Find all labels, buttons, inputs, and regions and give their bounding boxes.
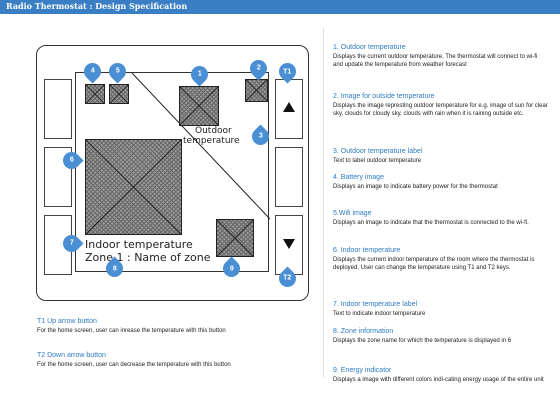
right-button-middle[interactable] bbox=[275, 147, 303, 207]
spec-body: Displays an image to indicate battery po… bbox=[333, 184, 498, 190]
zone-label: Zone 1 : Name of zone bbox=[85, 251, 211, 264]
spec-item-3: 3. Outdoor temperature label Text to lab… bbox=[333, 147, 548, 165]
screen-diagonal bbox=[131, 73, 270, 220]
spec-body: For the home screen, user can inrease th… bbox=[37, 328, 226, 334]
column-divider bbox=[323, 28, 324, 378]
spec-title: 3. Outdoor temperature label bbox=[333, 148, 423, 155]
spec-body: Displays the current indoor temperature … bbox=[333, 257, 535, 271]
spec-title: T1 Up arrow button bbox=[37, 318, 97, 325]
spec-title: 7. Indoor temperature label bbox=[333, 301, 418, 308]
spec-body: Displays the zone name for which the tem… bbox=[333, 338, 512, 344]
spec-item-4: 4. Battery image Displays an image to in… bbox=[333, 173, 548, 191]
left-button-middle[interactable] bbox=[44, 147, 72, 207]
spec-item-6: 6. Indoor temperature Displays the curre… bbox=[333, 246, 548, 272]
header-bar: Radio Thermostat : Design Specification bbox=[0, 0, 560, 14]
outdoor-temperature-label-line2: temperature bbox=[183, 136, 240, 146]
indoor-temperature-image bbox=[85, 139, 182, 235]
up-arrow-icon bbox=[283, 102, 295, 112]
spec-body: Text to label outdoor temperature bbox=[333, 158, 422, 164]
right-button-down[interactable] bbox=[275, 215, 303, 275]
spec-body: Displays the image represting outdoor te… bbox=[333, 103, 548, 117]
spec-item-7: 7. Indoor temperature label Text to indi… bbox=[333, 300, 548, 318]
spec-item-5: 5.Wifi image Displays an image to indica… bbox=[333, 209, 548, 227]
right-button-up[interactable] bbox=[275, 79, 303, 139]
spec-item-9: 9. Energy indicator Displays a image wit… bbox=[333, 366, 548, 384]
thermostat-screen bbox=[75, 72, 270, 272]
spec-body: Displays an image to indicate that the t… bbox=[333, 220, 529, 226]
spec-body: For the home screen, user can decrease t… bbox=[37, 362, 231, 368]
spec-title: 9. Energy indicator bbox=[333, 367, 392, 374]
spec-title: T2 Down arrow button bbox=[37, 352, 106, 359]
spec-title: 5.Wifi image bbox=[333, 210, 372, 217]
energy-indicator-image bbox=[216, 219, 254, 257]
battery-image bbox=[85, 84, 105, 104]
outdoor-temperature-image bbox=[245, 79, 268, 102]
spec-item-1: 1. Outdoor temperature Displays the curr… bbox=[333, 43, 548, 69]
outdoor-weather-image bbox=[179, 86, 219, 126]
spec-body: Displays a image with different colors i… bbox=[333, 377, 544, 383]
indoor-temperature-label: Indoor temperature bbox=[85, 238, 193, 251]
down-arrow-icon bbox=[283, 239, 295, 249]
thermostat-device bbox=[36, 45, 309, 301]
spec-title: 1. Outdoor temperature bbox=[333, 44, 406, 51]
spec-item-2: 2. Image for outside temperature Display… bbox=[333, 92, 548, 118]
wifi-image bbox=[109, 84, 129, 104]
spec-title: 2. Image for outside temperature bbox=[333, 93, 435, 100]
button-spec-t1: T1 Up arrow button For the home screen, … bbox=[37, 317, 297, 335]
spec-title: 6. Indoor temperature bbox=[333, 247, 401, 254]
left-button-top[interactable] bbox=[44, 79, 72, 139]
spec-item-8: 8. Zone information Displays the zone na… bbox=[333, 327, 548, 345]
outdoor-temperature-label-line1: Outdoor bbox=[195, 126, 232, 136]
spec-body: Displays the current outdoor temperature… bbox=[333, 54, 538, 68]
spec-body: Text to indicate indoor temperature bbox=[333, 311, 426, 317]
button-spec-t2: T2 Down arrow button For the home screen… bbox=[37, 351, 297, 369]
page-title: Radio Thermostat : Design Specification bbox=[6, 1, 188, 11]
spec-title: 8. Zone information bbox=[333, 328, 394, 335]
spec-title: 4. Battery image bbox=[333, 174, 384, 181]
